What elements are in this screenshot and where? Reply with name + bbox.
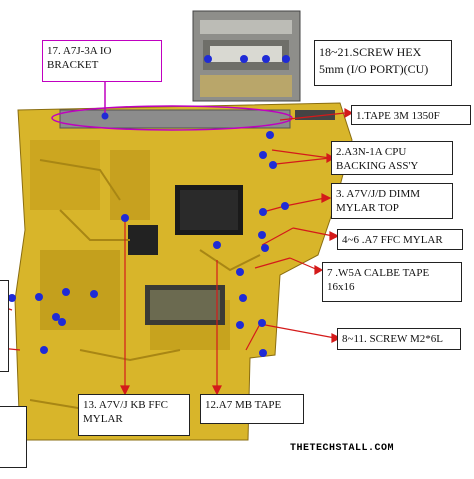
left-edge-box-top	[0, 280, 9, 372]
chipset	[128, 225, 158, 255]
label-ffc-mylar: 4~6 .A7 FFC MYLAR	[337, 229, 463, 250]
marker-dot	[101, 112, 109, 120]
label-io-bracket: 17. A7J-3A IO BRACKET	[42, 40, 162, 82]
label-calbe-tape: 7 .W5A CALBE TAPE 16x16	[322, 262, 462, 302]
io-bracket-highlight	[51, 105, 293, 131]
watermark: THETECHSTALL.COM	[290, 443, 395, 454]
label-screw-hex: 18~21.SCREW HEX 5mm (I/O PORT)(CU)	[314, 40, 452, 86]
label-screw-m2: 8~11. SCREW M2*6L	[337, 328, 461, 350]
label-dimm-mylar: 3. A7V/J/D DIMM MYLAR TOP	[331, 183, 453, 219]
label-mb-tape: 12.A7 MB TAPE	[200, 394, 304, 424]
label-kb-ffc: 13. A7V/J KB FFC MYLAR	[78, 394, 190, 436]
marker-dots	[8, 55, 290, 357]
label-tape-3m: 1.TAPE 3M 1350F	[351, 105, 471, 125]
left-edge-box-bottom	[0, 406, 27, 468]
io-port-inset	[192, 10, 301, 102]
label-cpu-backing: 2.A3N-1A CPU BACKING ASS'Y	[331, 141, 453, 175]
